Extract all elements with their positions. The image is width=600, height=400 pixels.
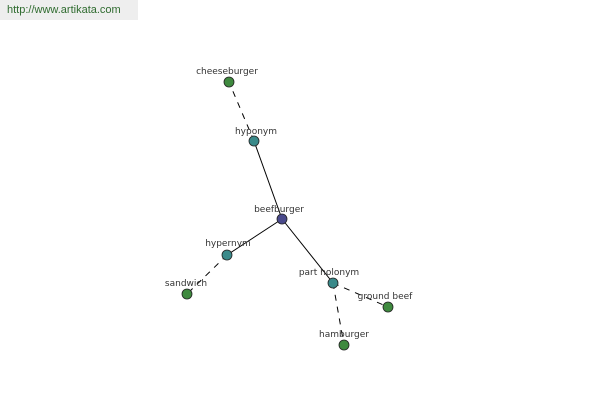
node-word-label: hamburger — [319, 330, 369, 340]
edge-hypernym-sandwich — [186, 254, 228, 295]
node-word-label: ground beef — [358, 292, 413, 302]
node-relation-dot — [248, 135, 260, 147]
node-center[interactable]: beefburger — [254, 205, 304, 225]
node-relation-label: hypernym — [205, 239, 251, 249]
node-relation-dot — [221, 249, 233, 261]
node-word-dot — [223, 76, 235, 88]
node-relation-hypernym[interactable]: hypernym — [205, 239, 251, 261]
node-word-label: cheeseburger — [196, 67, 258, 77]
node-word-sandwich[interactable]: sandwich — [165, 279, 207, 300]
edge-center-hyponym — [253, 140, 283, 220]
node-center-dot — [276, 213, 288, 225]
node-relation-label: part holonym — [299, 268, 359, 278]
node-center-label: beefburger — [254, 205, 304, 215]
node-word-dot — [382, 301, 394, 313]
edge-holonym-hamburger — [332, 282, 345, 346]
edge-center-part-holonym — [281, 218, 334, 284]
node-word-dot — [338, 339, 350, 351]
node-word-ground-beef[interactable]: ground beef — [358, 292, 413, 313]
node-relation-label: hyponym — [235, 127, 277, 137]
site-url-link[interactable]: http://www.artikata.com — [7, 4, 121, 16]
edge-center-hypernym — [226, 218, 283, 256]
node-relation-dot — [327, 277, 339, 289]
edge-hyponym-cheeseburger — [228, 81, 255, 142]
node-word-label: sandwich — [165, 279, 207, 289]
node-word-dot — [181, 288, 193, 300]
node-relation-hyponym[interactable]: hyponym — [235, 127, 277, 147]
node-word-cheeseburger[interactable]: cheeseburger — [196, 67, 258, 88]
node-relation-part-holonym[interactable]: part holonym — [299, 268, 359, 289]
node-word-hamburger[interactable]: hamburger — [319, 330, 369, 351]
edge-holonym-ground-beef — [332, 282, 389, 308]
url-bar: http://www.artikata.com — [0, 0, 138, 20]
